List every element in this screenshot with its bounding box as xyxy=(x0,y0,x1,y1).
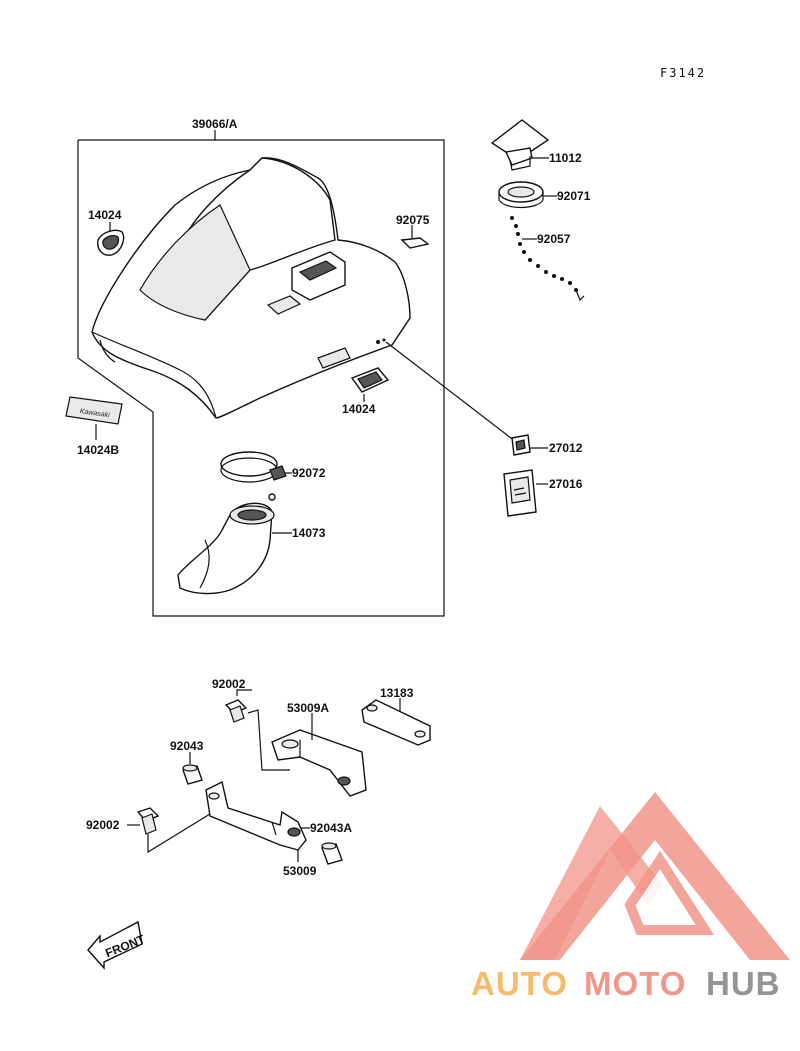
label-92043A: 92043A xyxy=(310,821,352,835)
label-13183: 13183 xyxy=(380,686,414,700)
label-27012: 27012 xyxy=(549,441,583,455)
emblem-text: Kawasaki xyxy=(79,408,110,419)
label-92071: 92071 xyxy=(557,189,591,203)
part-27016[interactable] xyxy=(503,469,537,517)
label-92072: 92072 xyxy=(292,466,326,480)
grommet-14024-lower[interactable] xyxy=(350,367,390,393)
label-53009A: 53009A xyxy=(287,701,329,715)
cover-part-39066A[interactable] xyxy=(91,157,411,419)
collar-92043[interactable] xyxy=(182,764,203,785)
label-92075: 92075 xyxy=(396,213,430,227)
bolt-92002-bottom[interactable] xyxy=(136,807,160,835)
label-92002-bottom: 92002 xyxy=(86,818,120,832)
label-14024-lower: 14024 xyxy=(342,402,376,416)
cap-11012[interactable] xyxy=(490,119,550,171)
clip-92075[interactable] xyxy=(400,237,430,249)
part-27012[interactable] xyxy=(511,434,531,456)
label-92002-top: 92002 xyxy=(212,677,246,691)
label-92057: 92057 xyxy=(537,232,571,246)
figure-code: F3142 xyxy=(660,66,706,80)
chain-92057[interactable] xyxy=(510,216,585,302)
assembly-bracket xyxy=(77,139,445,617)
label-14024-left: 14024 xyxy=(88,208,122,222)
duct-14073[interactable] xyxy=(177,493,276,595)
logo-word-2: MOTO xyxy=(584,965,686,1002)
label-14073: 14073 xyxy=(292,526,326,540)
emblem-14024B[interactable]: Kawasaki xyxy=(65,396,123,425)
grommet-14024-left[interactable] xyxy=(97,229,125,256)
logo-triangle-icon xyxy=(520,792,790,960)
bolt-92002-top[interactable] xyxy=(224,699,248,723)
logo-word-3: HUB xyxy=(706,965,781,1002)
front-arrow-icon: FRONT xyxy=(87,920,147,970)
bracket-53009A[interactable] xyxy=(271,729,367,797)
strap-13183[interactable] xyxy=(361,699,431,746)
clamp-92072[interactable] xyxy=(220,451,287,483)
logo-word-1: AUTO xyxy=(471,965,568,1002)
bracket-53009[interactable] xyxy=(205,780,307,851)
automotohub-logo: AUTO MOTO HUB xyxy=(471,792,790,1002)
label-53009: 53009 xyxy=(283,864,317,878)
label-14024B: 14024B xyxy=(77,443,119,457)
label-39066A: 39066/A xyxy=(192,117,238,131)
label-92043: 92043 xyxy=(170,739,204,753)
seal-92071[interactable] xyxy=(498,181,544,209)
label-27016: 27016 xyxy=(549,477,583,491)
collar-92043A[interactable] xyxy=(321,842,343,865)
label-11012: 11012 xyxy=(549,151,582,165)
